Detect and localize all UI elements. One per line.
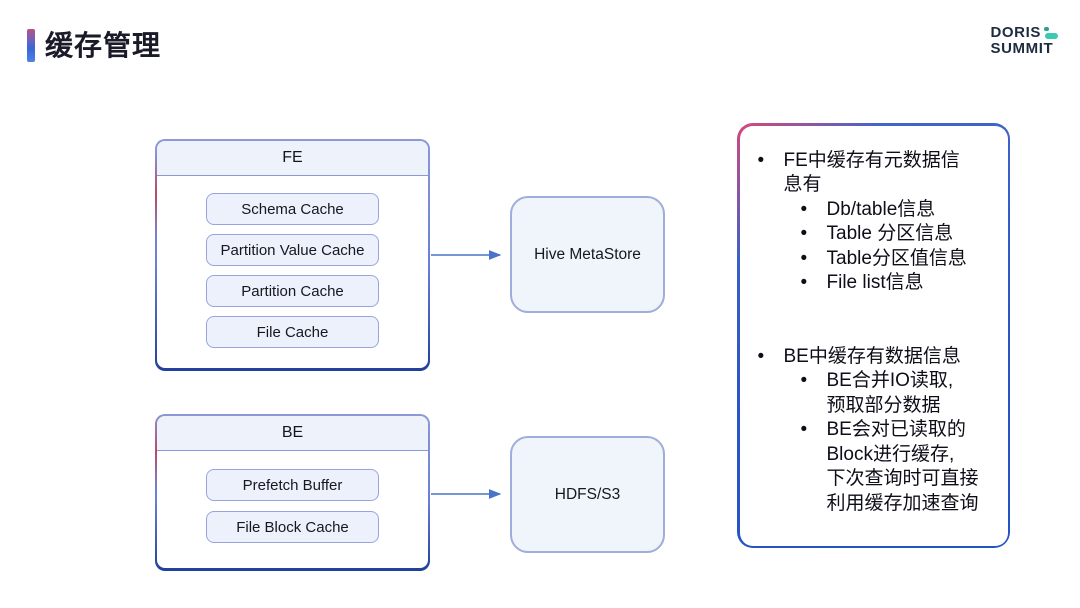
be-group-title: BE — [157, 416, 428, 451]
notes-section-be: BE中缓存有数据信息 BE合并IO读取, 预取部分数据 BE会对已读取的 Blo… — [740, 345, 1008, 517]
be-group-inner: BE Prefetch Buffer File Block Cache — [157, 416, 428, 568]
list-item: BE会对已读取的 Block进行缓存, 下次查询时可直接 利用缓存加速查询 — [801, 418, 1008, 516]
notes-section-fe: FE中缓存有元数据信 息有 Db/table信息 Table 分区信息 Tabl… — [740, 149, 1008, 296]
doris-summit-logo: DORIS SUMMIT — [990, 25, 1059, 57]
list-item-line: 下次查询时可直接 — [826, 468, 979, 489]
logo-icon-bar — [1045, 32, 1058, 39]
be-group: BE Prefetch Buffer File Block Cache — [155, 414, 430, 571]
page-title: 缓存管理 — [45, 30, 162, 61]
list-item: Table 分区信息 — [801, 222, 1008, 247]
fe-group: FE Schema Cache Partition Value Cache Pa… — [155, 139, 430, 371]
list-item-line: 息有 — [783, 174, 822, 195]
list-item: BE合并IO读取, 预取部分数据 — [801, 369, 1008, 418]
list-item-line: BE合并IO读取, — [826, 370, 954, 391]
fe-group-body: Schema Cache Partition Value Cache Parti… — [157, 176, 428, 368]
list-item-line: FE中缓存有元数据信 — [783, 149, 960, 171]
fe-group-title: FE — [157, 141, 428, 176]
list-item: BE中缓存有数据信息 — [758, 345, 1008, 370]
list-item: Db/table信息 — [801, 198, 1008, 223]
list-item-line: 预取部分数据 — [826, 394, 941, 416]
notes-panel-inner: FE中缓存有元数据信 息有 Db/table信息 Table 分区信息 Tabl… — [739, 125, 1008, 546]
list-item: File list信息 — [801, 271, 1008, 296]
fe-node-partition-value-cache: Partition Value Cache — [206, 234, 379, 266]
logo-icon-dot — [1044, 26, 1049, 31]
list-item-line: 利用缓存加速查询 — [826, 492, 979, 514]
fe-node-file-cache: File Cache — [206, 316, 379, 348]
logo-text-doris: DORIS — [990, 24, 1041, 41]
list-item: FE中缓存有元数据信 息有 — [758, 149, 1008, 198]
title-accent-bar — [27, 29, 35, 62]
be-node-prefetch-buffer: Prefetch Buffer — [206, 469, 379, 501]
hdfs-s3-box: HDFS/S3 — [510, 436, 665, 553]
fe-node-schema-cache: Schema Cache — [206, 193, 379, 225]
list-item-line: BE会对已读取的 — [826, 419, 966, 440]
list-item-line: Table 分区信息 — [826, 223, 954, 244]
doris-summit-logo-icon — [1044, 26, 1059, 40]
notes-panel: FE中缓存有元数据信 息有 Db/table信息 Table 分区信息 Tabl… — [737, 123, 1010, 548]
list-item-line: Block进行缓存, — [826, 443, 955, 465]
fe-node-partition-cache: Partition Cache — [206, 275, 379, 307]
list-item-line: Table分区值信息 — [826, 247, 967, 269]
list-item-line: BE中缓存有数据信息 — [783, 345, 961, 367]
be-group-body: Prefetch Buffer File Block Cache — [157, 451, 428, 568]
logo-text-summit: SUMMIT — [990, 40, 1054, 57]
logo-row: DORIS — [990, 25, 1059, 41]
fe-group-inner: FE Schema Cache Partition Value Cache Pa… — [157, 141, 428, 368]
list-item: Table分区值信息 — [801, 247, 1008, 272]
hive-metastore-box: Hive MetaStore — [510, 196, 665, 313]
list-item-line: Db/table信息 — [826, 198, 936, 220]
be-node-file-block-cache: File Block Cache — [206, 511, 379, 543]
list-item-line: File list信息 — [826, 272, 924, 293]
